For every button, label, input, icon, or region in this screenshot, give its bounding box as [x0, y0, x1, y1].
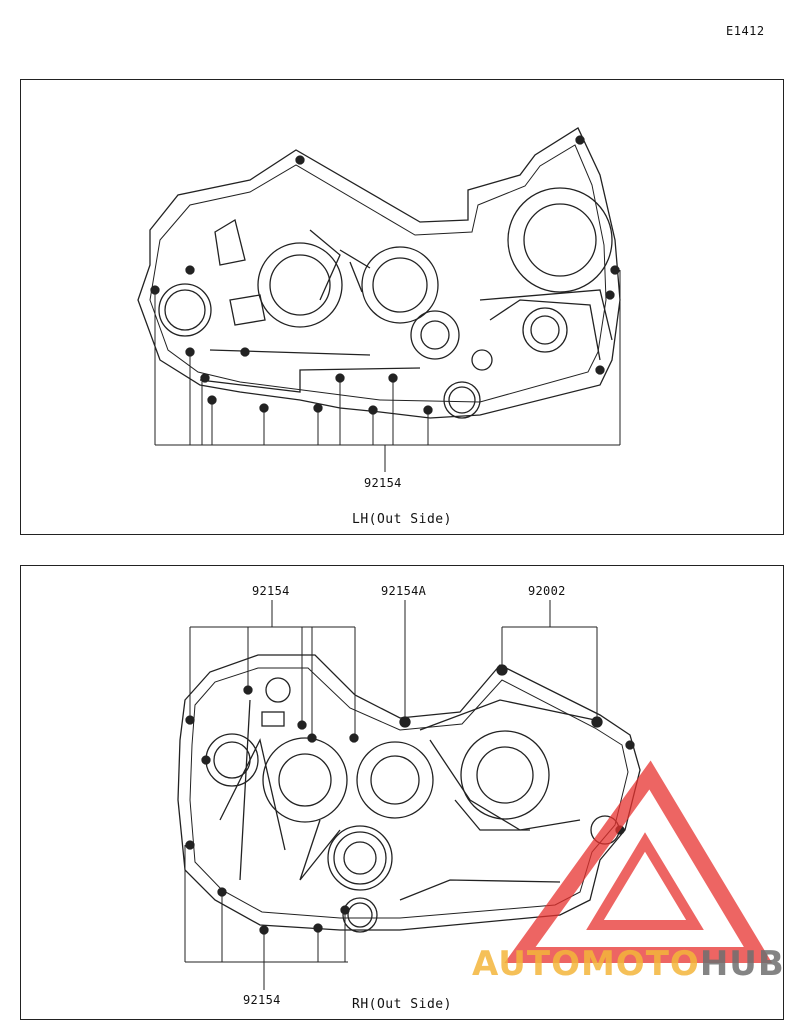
- rh-crankcase: [177, 654, 641, 935]
- lh-crankcase: [137, 127, 621, 419]
- watermark-brand-part2: HUB: [699, 944, 785, 984]
- rh-leader-92154-bottom: [184, 845, 348, 990]
- part-number-92154a: 92154A: [381, 584, 427, 598]
- lh-panel: [20, 79, 784, 535]
- watermark-brand-part1: AUTOMOTO: [472, 944, 700, 984]
- part-number-92002: 92002: [528, 584, 566, 598]
- part-number-92154-rh-bottom: 92154: [243, 993, 281, 1007]
- rh-leader-92154-top: [189, 600, 356, 738]
- figure-code: E1412: [726, 24, 765, 38]
- lh-leader-92154: [154, 270, 621, 472]
- part-number-92154-lh: 92154: [364, 476, 402, 490]
- rh-leader-92002: [501, 600, 598, 722]
- part-number-92154-rh-top: 92154: [252, 584, 290, 598]
- lh-caption: LH(Out Side): [352, 512, 452, 527]
- rh-caption: RH(Out Side): [352, 997, 452, 1012]
- watermark-text: AUTOMOTOHUB: [472, 944, 785, 984]
- watermark-logo: [504, 760, 773, 963]
